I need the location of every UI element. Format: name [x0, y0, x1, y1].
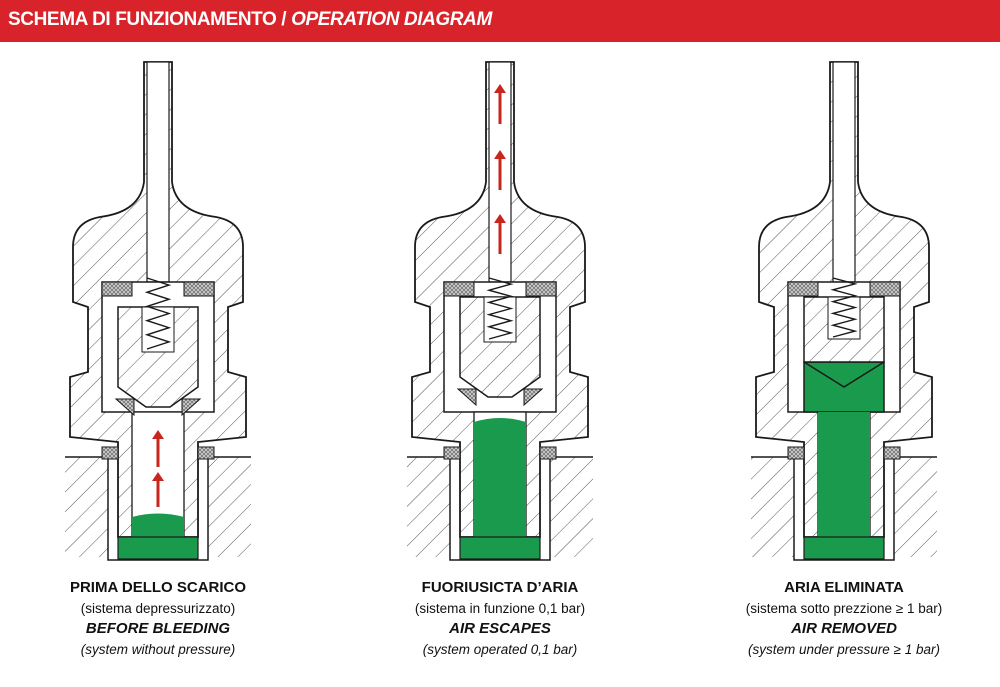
piston-spring-seat	[141, 306, 175, 353]
valve-air-escapes	[407, 61, 593, 561]
caption-title-en: AIR REMOVED	[791, 620, 897, 637]
stem-channel	[832, 61, 856, 283]
spring	[830, 277, 858, 338]
caption-subtitle-it: (sistema in funzione 0,1 bar)	[414, 600, 586, 616]
flow-arrow-head	[494, 214, 506, 223]
side-seal-left	[443, 446, 461, 460]
caption-title-en: AIR ESCAPES	[449, 620, 551, 637]
flow-arrow-head	[494, 84, 506, 93]
side-seal-right	[883, 446, 901, 460]
caption-title-it: FUORIUSICTA D’ARIA	[421, 579, 579, 596]
piston-spring-seat	[483, 296, 517, 343]
fluid-level	[818, 412, 870, 537]
fluid-inlet	[459, 536, 541, 560]
flow-arrow-head	[494, 150, 506, 159]
piston-seal-left	[456, 388, 477, 407]
side-seal-left	[787, 446, 805, 460]
fluid-inlet	[803, 536, 885, 560]
flow-arrow-head	[152, 472, 164, 481]
top-seal-left	[787, 281, 819, 297]
piston-seal-left	[114, 398, 135, 417]
fluid-level	[132, 513, 184, 537]
top-seal-right	[525, 281, 557, 297]
caption-subtitle-en: (system without pressure)	[80, 641, 236, 657]
top-seal-right	[183, 281, 215, 297]
caption-title-en: BEFORE BLEEDING	[85, 620, 231, 637]
caption-before-bleeding: PRIMA DELLO SCARICO (sistema depressuriz…	[28, 578, 288, 660]
header-separator: /	[281, 9, 287, 30]
flow-arrow-head	[152, 430, 164, 439]
caption-air-escapes: FUORIUSICTA D’ARIA (sistema in funzione …	[370, 578, 630, 660]
header-title-en: OPERATION DIAGRAM	[291, 9, 492, 30]
top-seal-left	[443, 281, 475, 297]
caption-subtitle-it: (sistema depressurizzato)	[80, 600, 236, 616]
stem-channel	[146, 61, 170, 283]
header-title-it: SCHEMA DI FUNZIONAMENTO	[8, 9, 277, 30]
top-seal-right	[869, 281, 901, 297]
spring	[486, 277, 514, 340]
fluid-level	[474, 418, 526, 537]
piston	[117, 306, 199, 408]
valve-before-bleeding	[65, 61, 251, 561]
caption-title-it: PRIMA DELLO SCARICO	[69, 579, 247, 596]
caption-air-removed: ARIA ELIMINATA (sistema sotto prezzione …	[714, 578, 974, 660]
caption-title-it: ARIA ELIMINATA	[784, 579, 904, 596]
piston-seal-right	[523, 388, 544, 407]
header-bar: SCHEMA DI FUNZIONAMENTO / OPERATION DIAG…	[0, 0, 1000, 42]
side-seal-right	[539, 446, 557, 460]
caption-subtitle-it: (sistema sotto prezzione ≥ 1 bar)	[745, 600, 943, 616]
valve-air-removed	[751, 61, 937, 561]
v-seal	[803, 361, 885, 388]
spring	[144, 277, 172, 350]
piston-spring-seat	[827, 296, 861, 340]
piston-seal-right	[181, 398, 202, 417]
top-seal-left	[101, 281, 133, 297]
side-seal-right	[197, 446, 215, 460]
caption-subtitle-en: (system under pressure ≥ 1 bar)	[748, 641, 940, 657]
fluid-inlet	[117, 536, 199, 560]
side-seal-left	[101, 446, 119, 460]
operation-diagram	[65, 61, 937, 561]
piston	[459, 296, 541, 398]
caption-subtitle-en: (system operated 0,1 bar)	[422, 641, 578, 657]
